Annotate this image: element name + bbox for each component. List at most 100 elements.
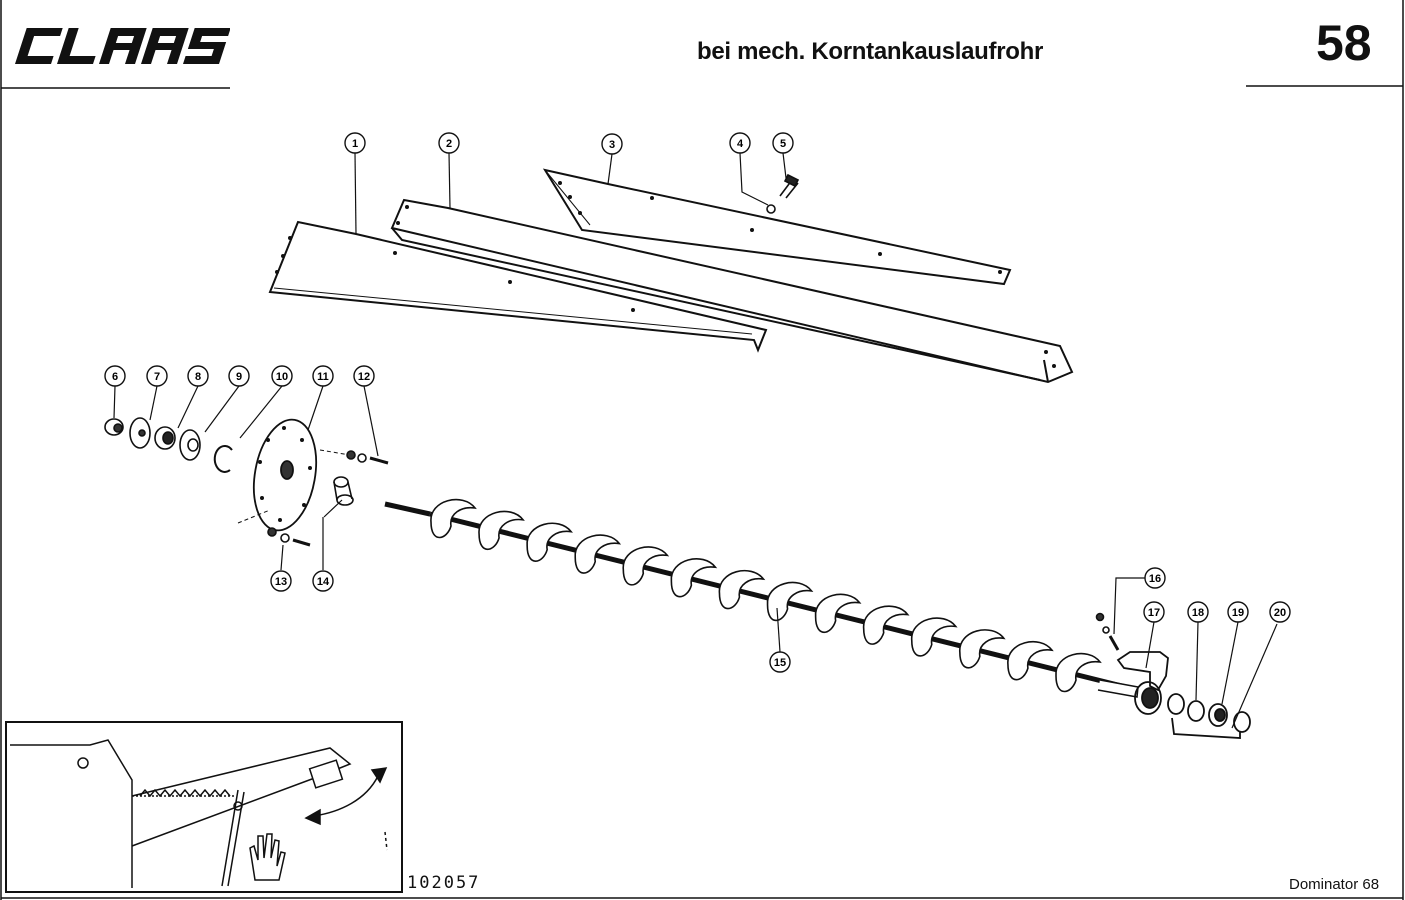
callout-circle bbox=[104, 365, 126, 387]
callout-circle bbox=[353, 365, 375, 387]
auger-flight bbox=[670, 558, 718, 598]
page-number: 58 bbox=[1316, 15, 1372, 71]
part-10-circlip bbox=[213, 444, 233, 473]
callout-3: 3 bbox=[601, 133, 623, 155]
callout-circle bbox=[312, 570, 334, 592]
callout-leaders bbox=[113, 152, 1278, 729]
auger-flight bbox=[718, 569, 766, 610]
part-17-bearing-housing bbox=[1116, 651, 1169, 715]
part-14-bushing bbox=[333, 476, 354, 506]
callout-label: 5 bbox=[780, 138, 786, 150]
part-8-bearing bbox=[154, 426, 176, 450]
inset-diagram bbox=[5, 721, 403, 893]
callout-label: 1 bbox=[352, 138, 358, 150]
callout-17: 17 bbox=[1143, 601, 1165, 623]
callout-circle bbox=[187, 365, 209, 387]
callout-19: 19 bbox=[1227, 601, 1249, 623]
callout-circle bbox=[270, 570, 292, 592]
callout-label: 9 bbox=[236, 371, 242, 383]
auger-flight bbox=[959, 629, 1006, 669]
callout-label: 7 bbox=[154, 371, 160, 383]
callout-circle bbox=[1227, 601, 1249, 623]
callout-7: 7 bbox=[146, 365, 168, 387]
auger-flight bbox=[574, 534, 622, 574]
part-15-auger bbox=[384, 498, 1139, 698]
callout-1: 1 bbox=[344, 132, 366, 154]
callout-20: 20 bbox=[1269, 601, 1291, 623]
callout-12: 12 bbox=[353, 365, 375, 387]
auger-flight bbox=[1055, 652, 1102, 693]
drawing-number: 102057 bbox=[407, 873, 481, 893]
auger-flight bbox=[910, 617, 958, 657]
part-1-panel bbox=[268, 220, 768, 353]
callout-6: 6 bbox=[104, 365, 126, 387]
callout-circle bbox=[772, 132, 794, 154]
callout-label: 2 bbox=[446, 138, 452, 150]
part-16-bolt-nut bbox=[1095, 612, 1120, 651]
callout-label: 6 bbox=[112, 371, 118, 383]
callout-circle bbox=[1144, 567, 1166, 589]
part-9-flange bbox=[179, 429, 201, 461]
callout-18: 18 bbox=[1187, 601, 1209, 623]
auger-flight bbox=[814, 593, 862, 634]
callout-label: 13 bbox=[275, 576, 287, 588]
callout-8: 8 bbox=[187, 365, 209, 387]
part-12-bolt-nut bbox=[346, 450, 389, 465]
part-6-bearing-cap bbox=[104, 418, 124, 436]
callout-label: 4 bbox=[737, 138, 744, 150]
callout-label: 20 bbox=[1274, 607, 1286, 619]
callout-circle bbox=[438, 132, 460, 154]
callout-label: 11 bbox=[317, 371, 329, 383]
callout-circle bbox=[1143, 601, 1165, 623]
callout-16: 16 bbox=[1144, 567, 1166, 589]
callout-circle bbox=[228, 365, 250, 387]
part-7-flange bbox=[129, 417, 151, 449]
callout-circle bbox=[1269, 601, 1291, 623]
callout-circle bbox=[769, 651, 791, 673]
callout-circle bbox=[601, 133, 623, 155]
part-11-disc-plate bbox=[237, 418, 351, 532]
callout-label: 10 bbox=[276, 371, 288, 383]
callout-label: 12 bbox=[358, 371, 370, 383]
callout-circle bbox=[271, 365, 293, 387]
part-20-ring bbox=[1171, 711, 1251, 739]
callout-9: 9 bbox=[228, 365, 250, 387]
callout-label: 15 bbox=[774, 657, 786, 669]
auger-flight bbox=[622, 546, 670, 586]
auger-flight bbox=[526, 522, 573, 562]
part-19-bearing bbox=[1208, 703, 1228, 727]
callout-circle bbox=[1187, 601, 1209, 623]
part-2-rail bbox=[390, 198, 1074, 384]
claas-logo bbox=[15, 28, 230, 64]
callout-circle bbox=[146, 365, 168, 387]
model-label: Dominator 68 bbox=[1289, 876, 1380, 893]
callout-circle bbox=[312, 365, 334, 387]
part-4-5-bolt-washer bbox=[766, 173, 800, 214]
callout-2: 2 bbox=[438, 132, 460, 154]
callout-circle bbox=[344, 132, 366, 154]
callout-11: 11 bbox=[312, 365, 334, 387]
callout-4: 4 bbox=[729, 132, 751, 154]
callout-label: 3 bbox=[609, 139, 615, 151]
page-title: bei mech. Korntankauslaufrohr bbox=[697, 38, 1044, 65]
part-18-ring bbox=[1167, 693, 1205, 722]
callout-circle bbox=[729, 132, 751, 154]
callout-label: 16 bbox=[1149, 573, 1161, 585]
callout-10: 10 bbox=[271, 365, 293, 387]
auger-flight bbox=[766, 581, 814, 622]
auger-flight bbox=[478, 510, 525, 551]
callout-5: 5 bbox=[772, 132, 794, 154]
callout-15: 15 bbox=[769, 651, 791, 673]
part-3-panel bbox=[542, 168, 1012, 286]
part-13-bolt-nut bbox=[267, 527, 311, 547]
callout-label: 14 bbox=[317, 576, 330, 588]
callout-label: 8 bbox=[195, 371, 201, 383]
callout-13: 13 bbox=[270, 570, 292, 592]
callout-14: 14 bbox=[312, 570, 334, 592]
callout-label: 17 bbox=[1148, 607, 1160, 619]
auger-flight bbox=[862, 605, 910, 645]
auger-flight bbox=[430, 498, 477, 539]
